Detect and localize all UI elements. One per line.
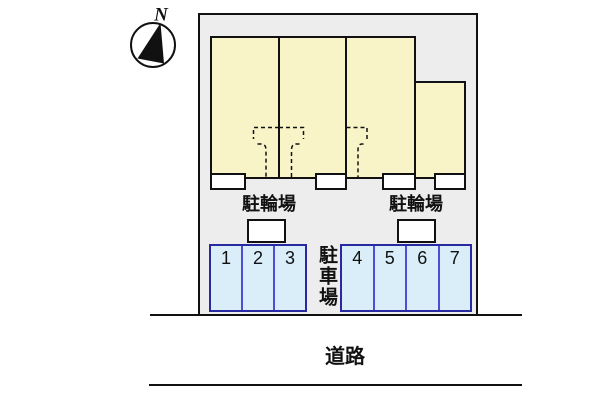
- road-edge-line-lower: [149, 384, 522, 386]
- unit-division-line-1: [278, 36, 280, 179]
- compass-needle: [137, 23, 164, 64]
- road-label: 道路: [325, 346, 365, 368]
- parking-space-2: 2: [243, 246, 275, 310]
- parking-group-right: 4 5 6 7: [340, 244, 472, 312]
- parking-space-3: 3: [275, 246, 305, 310]
- parking-space-6: 6: [407, 246, 440, 310]
- building-right-block: [414, 81, 466, 179]
- parking-space-4: 4: [342, 246, 375, 310]
- parking-space-number: 7: [449, 248, 460, 268]
- unit-division-line-2: [345, 36, 347, 179]
- porch-1: [210, 173, 246, 190]
- parking-space-number: 5: [384, 248, 395, 268]
- building-main-block: [210, 36, 416, 179]
- car-parking-label: 駐車場: [316, 245, 337, 308]
- parking-space-number: 4: [352, 248, 363, 268]
- bike-parking-label-left: 駐輪場: [242, 194, 296, 214]
- porch-2: [315, 173, 347, 190]
- bike-parking-label-right: 駐輪場: [389, 194, 443, 214]
- parking-group-left: 1 2 3: [209, 244, 307, 312]
- bike-parking-structure-right: [397, 219, 436, 243]
- parking-space-number: 1: [220, 248, 231, 268]
- parking-space-5: 5: [375, 246, 407, 310]
- parking-space-number: 2: [252, 248, 263, 268]
- parking-space-7: 7: [440, 246, 471, 310]
- parking-space-number: 3: [284, 248, 295, 268]
- compass-north-label: N: [153, 5, 169, 26]
- porch-3: [382, 173, 416, 190]
- bike-parking-structure-left: [247, 219, 286, 243]
- compass-north-icon: N: [130, 5, 176, 68]
- parking-space-number: 6: [417, 248, 428, 268]
- porch-4: [434, 173, 466, 190]
- parking-space-1: 1: [211, 246, 243, 310]
